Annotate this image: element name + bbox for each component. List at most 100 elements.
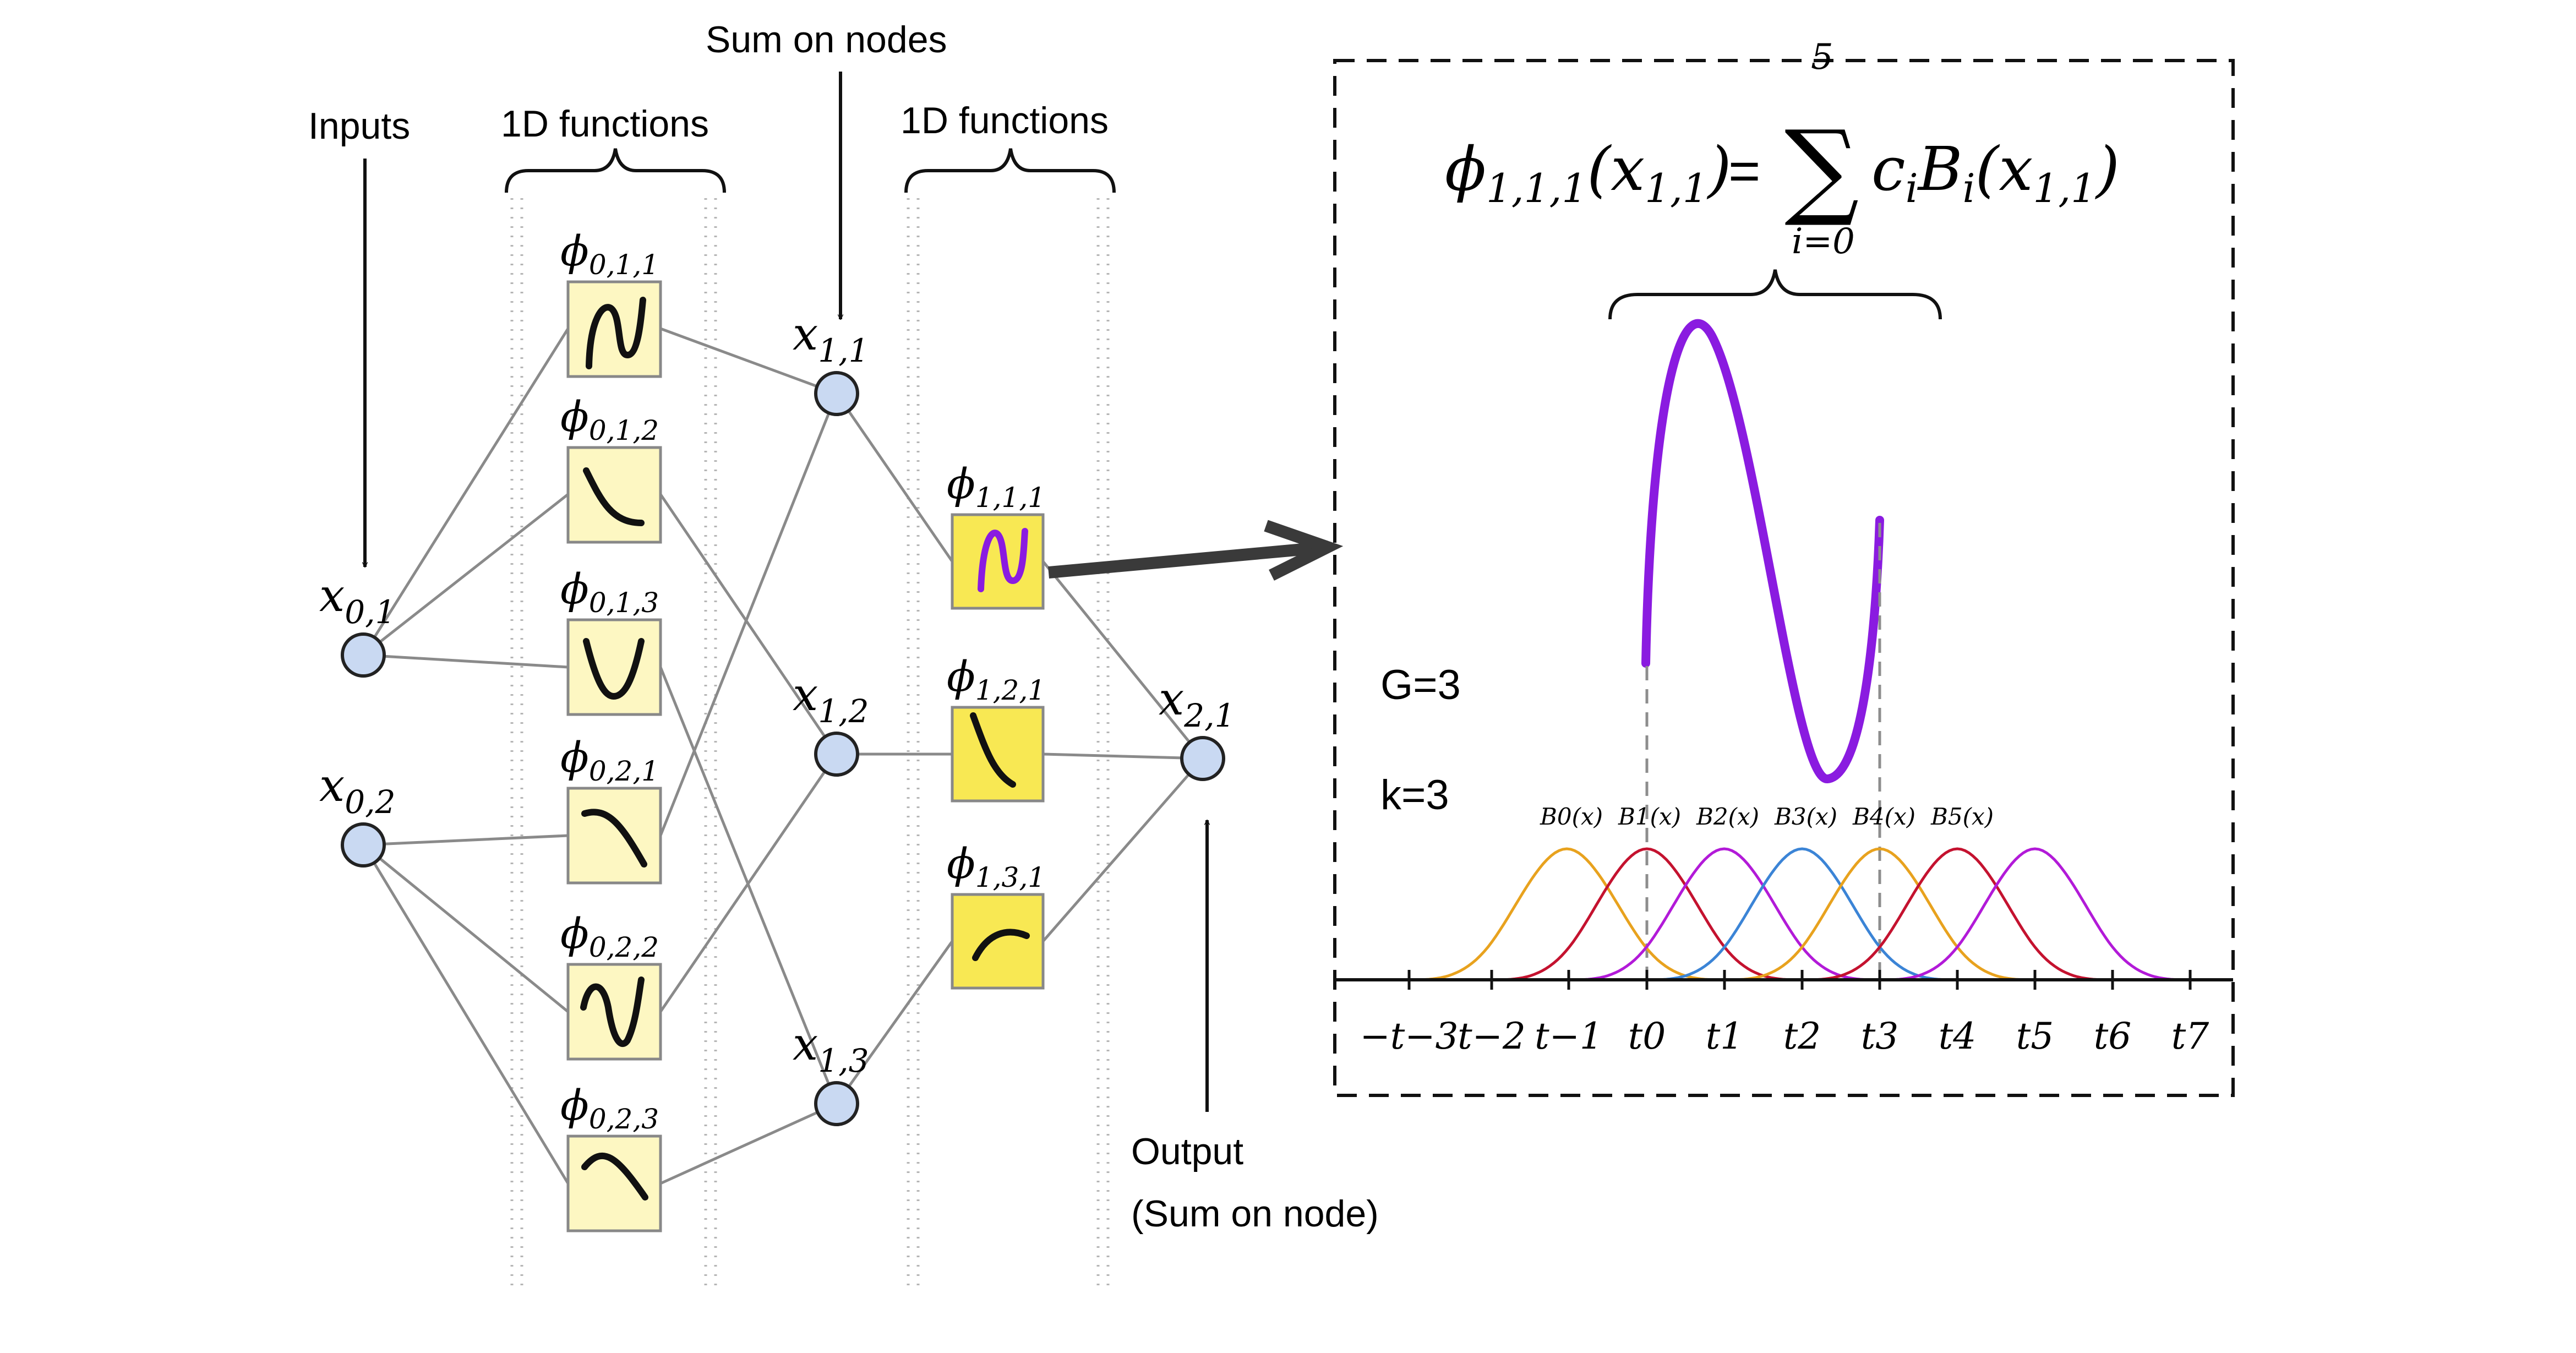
knot-label-2: t−1 <box>1535 1015 1603 1057</box>
box-phi013 <box>566 618 662 716</box>
label-phi111: ϕ1,1,1 <box>947 459 1045 514</box>
grid-size-label: G=3 <box>1380 662 1461 708</box>
label-phi023: ϕ0,2,3 <box>560 1081 659 1135</box>
knot-label-3: t0 <box>1628 1015 1666 1057</box>
output-sublabel: (Sum on node) <box>1131 1193 1379 1235</box>
layer1-function-boxes <box>951 513 1045 990</box>
basis-label-B2: B2(x) <box>1696 803 1759 830</box>
spline-detail-panel: ϕ1,1,1(x1,1) = ∑ 5 i=0 ciBi(x1,1) G=3 k=… <box>1333 37 2235 1097</box>
spline-order-label: k=3 <box>1380 772 1449 819</box>
functions-layer0-label: 1D functions <box>501 103 709 145</box>
box-phi023 <box>566 1134 662 1232</box>
basis-functions <box>1409 847 2190 981</box>
label-x01: x0,1 <box>319 570 396 631</box>
label-phi021: ϕ0,2,1 <box>560 733 659 787</box>
basis-curve-6 <box>1880 847 2190 981</box>
output-label: Output <box>1131 1131 1243 1172</box>
basis-curve-3 <box>1647 847 1957 981</box>
label-phi012: ϕ0,1,2 <box>560 392 659 446</box>
box-phi121 <box>951 706 1045 803</box>
knot-label-9: t6 <box>2094 1015 2132 1057</box>
spline-curve <box>1641 319 1884 783</box>
node-x13 <box>814 1081 859 1126</box>
functions-layer0-brace <box>505 148 726 193</box>
formula-sum-symbol: ∑ <box>1784 108 1859 230</box>
label-phi022: ϕ0,2,2 <box>560 909 659 963</box>
label-x12: x1,2 <box>793 669 869 730</box>
knot-label-8: t5 <box>2016 1015 2054 1057</box>
label-phi121: ϕ1,2,1 <box>947 652 1045 706</box>
sum-on-nodes-label: Sum on nodes <box>706 19 947 61</box>
basis-label-B4: B4(x) <box>1852 803 1915 830</box>
node-x21 <box>1180 736 1225 781</box>
functions-layer1-brace <box>904 148 1116 193</box>
knot-label-6: t3 <box>1861 1015 1899 1057</box>
label-phi131: ϕ1,3,1 <box>947 839 1045 893</box>
zoom-arrow-shaft <box>1048 542 1322 579</box>
knot-labels: −t−3 t−2 t−1 t0 t1 t2 t3 t4 t5 t6 t7 <box>1360 1015 2209 1057</box>
formula-equals: = <box>1728 140 1760 202</box>
basis-curve-2 <box>1569 847 1880 981</box>
node-x11 <box>814 371 859 416</box>
formula-brace <box>1608 269 1942 320</box>
formula-sum-lower: i=0 <box>1792 221 1855 262</box>
box-phi111 <box>951 513 1045 610</box>
curve-icon-phi012 <box>583 467 645 526</box>
knot-label-1: t−2 <box>1458 1015 1526 1057</box>
label-x11: x1,1 <box>793 308 869 369</box>
basis-label-B5: B5(x) <box>1930 803 1994 830</box>
node-x02 <box>341 822 386 868</box>
detail-panel-border <box>1333 59 2235 1097</box>
annotations: Inputs 1D functions Sum on nodes 1D func… <box>308 19 1379 1235</box>
basis-curve-4 <box>1724 847 2035 981</box>
inputs-label: Inputs <box>308 105 410 147</box>
box-phi131 <box>951 893 1045 990</box>
curve-icon-phi121 <box>970 712 1016 788</box>
spline-formula: ϕ1,1,1(x1,1) = ∑ 5 i=0 ciBi(x1,1) <box>1445 37 2120 262</box>
node-x01 <box>341 632 386 678</box>
knot-ticks <box>1407 970 2192 990</box>
network-nodes <box>341 371 1225 1126</box>
knot-label-4: t1 <box>1706 1015 1744 1057</box>
curve-icon-phi023 <box>581 1152 648 1201</box>
zoom-arrow <box>1048 520 1344 581</box>
label-x13: x1,3 <box>793 1018 869 1079</box>
box-phi021 <box>566 787 662 885</box>
layer1-function-labels: ϕ1,1,1 ϕ1,2,1 ϕ1,3,1 <box>947 459 1045 893</box>
curve-icon-phi111 <box>978 528 1028 592</box>
curve-icon-phi021 <box>581 809 647 868</box>
curve-icon-phi013 <box>583 638 645 700</box>
network-edges <box>362 327 1204 1185</box>
node-x12 <box>814 732 859 777</box>
layer0-function-boxes <box>566 280 662 1232</box>
box-phi022 <box>566 963 662 1061</box>
label-phi011: ϕ0,1,1 <box>560 226 659 281</box>
curve-icon-phi022 <box>580 976 645 1047</box>
curve-icon-phi131 <box>972 929 1030 961</box>
formula-sum-upper: 5 <box>1811 37 1833 78</box>
formula-rhs: ciBi(x1,1) <box>1871 134 2120 211</box>
knot-label-10: t7 <box>2171 1015 2209 1057</box>
formula-lhs: ϕ1,1,1(x1,1) <box>1445 134 1732 211</box>
node-labels: x0,1 x0,2 x1,1 x1,2 x1,3 x2,1 <box>319 308 1235 1079</box>
layer0-function-labels: ϕ0,1,1 ϕ0,1,2 ϕ0,1,3 ϕ0,2,1 ϕ0,2,2 ϕ0,2,… <box>560 226 659 1135</box>
functions-layer1-label: 1D functions <box>900 100 1109 141</box>
basis-labels: B0(x) B1(x) B2(x) B3(x) B4(x) B5(x) <box>1540 803 1994 830</box>
knot-label-0: −t−3 <box>1360 1015 1458 1057</box>
basis-label-B3: B3(x) <box>1774 803 1837 830</box>
basis-curve-1 <box>1492 847 1802 981</box>
box-phi012 <box>566 446 662 544</box>
knot-label-7: t4 <box>1939 1015 1977 1057</box>
box-phi011 <box>566 280 662 378</box>
basis-curve-5 <box>1802 847 2113 981</box>
knot-label-5: t2 <box>1783 1015 1821 1057</box>
basis-label-B1: B1(x) <box>1618 803 1681 830</box>
curve-icon-phi011 <box>586 297 646 369</box>
zoom-arrow-head <box>1264 520 1344 581</box>
label-x02: x0,2 <box>319 760 396 821</box>
label-phi013: ϕ0,1,3 <box>560 564 659 619</box>
basis-label-B0: B0(x) <box>1540 803 1603 830</box>
basis-curve-0 <box>1409 847 1724 981</box>
label-x21: x2,1 <box>1159 673 1235 734</box>
